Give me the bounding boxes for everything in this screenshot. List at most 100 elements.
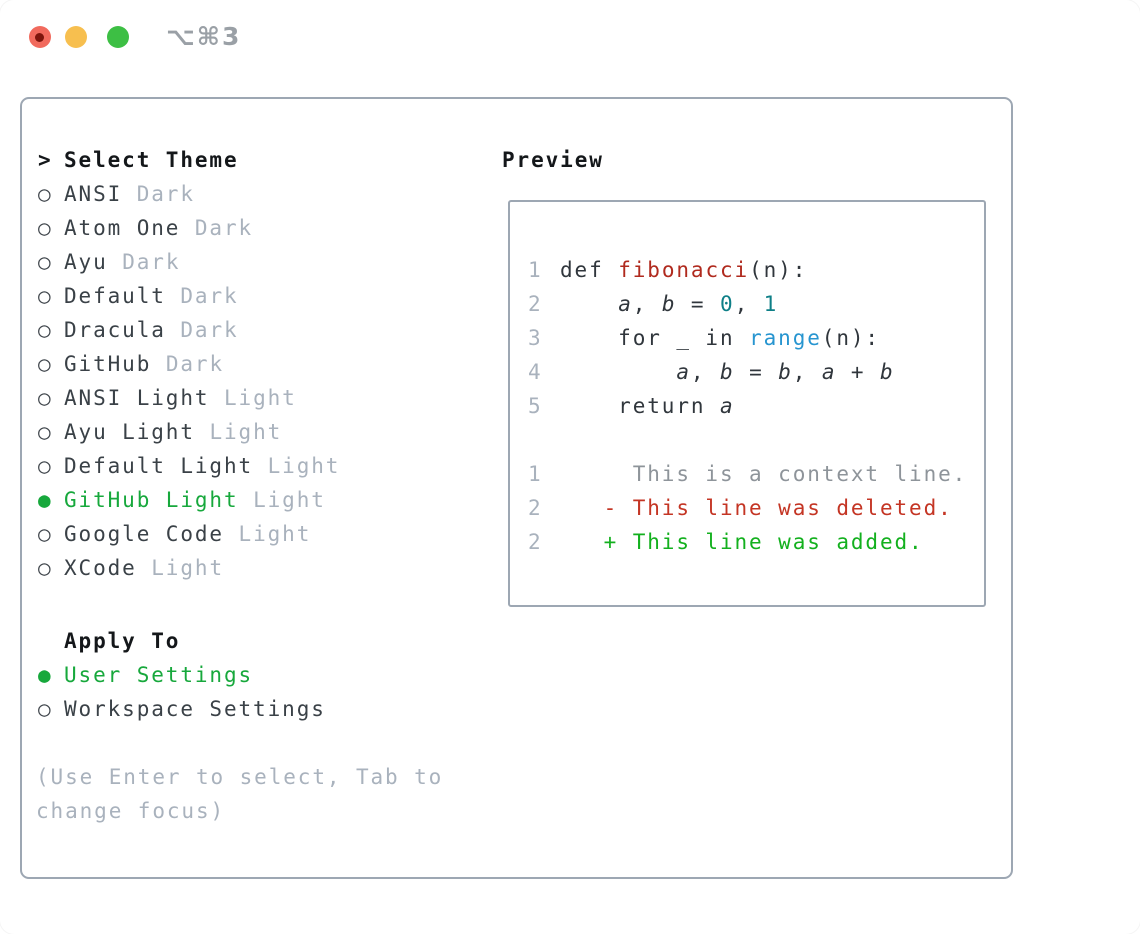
theme-tag: Light [223,386,297,410]
code-token: return [560,394,720,418]
keyboard-hint: (Use Enter to select, Tab to change focu… [36,760,443,828]
code-token: This is a context line. [560,462,968,486]
code-token: 1 [763,292,779,316]
theme-option[interactable]: ○Default Light Light [38,449,340,483]
code-token: range [749,326,822,350]
code-line-content: + This line was added. [560,525,924,559]
theme-option[interactable]: ● GitHub Light Light [38,483,340,517]
theme-option[interactable]: ○Ayu Dark [38,245,340,279]
theme-option[interactable]: ○ Ayu Light Light [38,415,340,449]
minimize-button[interactable] [65,26,87,48]
theme-tag: Light [253,488,326,512]
zoom-button[interactable] [107,26,129,48]
theme-name: ANSI [64,182,137,206]
theme-tag: Dark [180,318,239,342]
line-number: 5 [528,394,543,418]
theme-option[interactable]: ○Google Code Light [38,517,340,551]
code-token: b [778,360,793,384]
code-line-content: a, b = b, a + b [560,355,895,389]
code-token [560,292,618,316]
radio-icon: ● [38,488,53,512]
code-line-content: for _ in range(n): [560,321,880,355]
theme-select-section: >Select Theme ○ANSI Dark○Atom One Dark○A… [38,143,340,585]
code-token: = [734,360,779,384]
theme-option[interactable]: ○ Default Dark [38,279,340,313]
code-token: b [880,360,895,384]
apply-to-header: Apply To [38,624,326,658]
theme-option[interactable]: ○Dracula Dark [38,313,340,347]
theme-name: ANSI Light [64,386,224,410]
theme-name: Default [64,284,181,308]
radio-icon: ○ [38,522,53,546]
code-line: 1 def fibonacci(n): [528,253,976,287]
line-number [528,423,560,457]
theme-name: Google Code [64,522,239,546]
code-token: b [661,292,677,316]
preview-title: Preview [502,148,604,172]
theme-option[interactable]: ○ XCode Light [38,551,340,585]
apply-to-title: Apply To [64,629,181,653]
code-line: 3 for _ in range(n): [528,321,976,355]
radio-icon: ○ [38,182,53,206]
theme-option[interactable]: ○Atom One Dark [38,211,340,245]
theme-tag: Dark [180,284,239,308]
code-token: (n): [821,326,880,350]
theme-option[interactable]: ○GitHub Dark [38,347,340,381]
theme-name: GitHub Light [64,488,254,512]
theme-name: XCode [64,556,152,580]
code-token: , [792,360,822,384]
code-token: for _ in [560,326,750,350]
radio-icon: ○ [38,697,53,721]
code-token: def [560,258,619,282]
code-token: = [676,292,721,316]
theme-tag: Light [209,420,283,444]
code-token: a [676,360,691,384]
theme-name: Atom One [64,216,195,240]
apply-option[interactable]: ○Workspace Settings [38,692,326,726]
theme-option[interactable]: ○ ANSI Dark [38,177,340,211]
apply-to-section: Apply To ●User Settings○Workspace Settin… [38,624,326,726]
code-line-content: a, b = 0, 1 [560,287,778,321]
hint-line: (Use Enter to select, Tab to [36,765,444,789]
code-token [560,360,676,384]
theme-name: Ayu [64,250,123,274]
code-token: a [821,360,837,384]
line-number: 1 [528,258,543,282]
apply-option[interactable]: ●User Settings [38,658,326,692]
titlebar: ⌥⌘3 [0,0,1140,76]
theme-tag: Dark [136,182,195,206]
radio-icon: ○ [38,216,53,240]
line-number: 2 [528,530,543,554]
code-line-content: def fibonacci(n): [560,253,807,287]
code-token: a [618,292,633,316]
code-line-content: - This line was deleted. [560,491,953,525]
radio-icon: ○ [38,352,53,376]
code-token: , [632,292,662,316]
code-line-content: This is a context line. [560,457,967,491]
code-token: b [720,360,735,384]
select-theme-header: >Select Theme [38,143,340,177]
code-token: + [836,360,881,384]
line-number: 2 [528,292,543,316]
theme-option[interactable]: ○ANSI Light Light [38,381,340,415]
line-number: 1 [528,462,543,486]
spacer [38,624,64,658]
theme-tag: Light [151,556,224,580]
radio-icon: ○ [38,420,53,444]
radio-icon: ○ [38,556,53,580]
radio-icon: ○ [38,454,53,478]
radio-icon: ○ [38,284,53,308]
radio-icon: ○ [38,250,53,274]
code-token: , [690,360,720,384]
close-button[interactable] [29,26,51,48]
code-line: 2 - This line was deleted. [528,491,976,525]
apply-to-list: ●User Settings○Workspace Settings [38,658,326,726]
radio-icon: ○ [38,318,53,342]
code-line: 5 return a [528,389,976,423]
theme-name: Ayu Light [64,420,210,444]
hint-line: change focus) [36,799,226,823]
line-number: 2 [528,496,543,520]
prompt-icon: > [38,148,53,172]
